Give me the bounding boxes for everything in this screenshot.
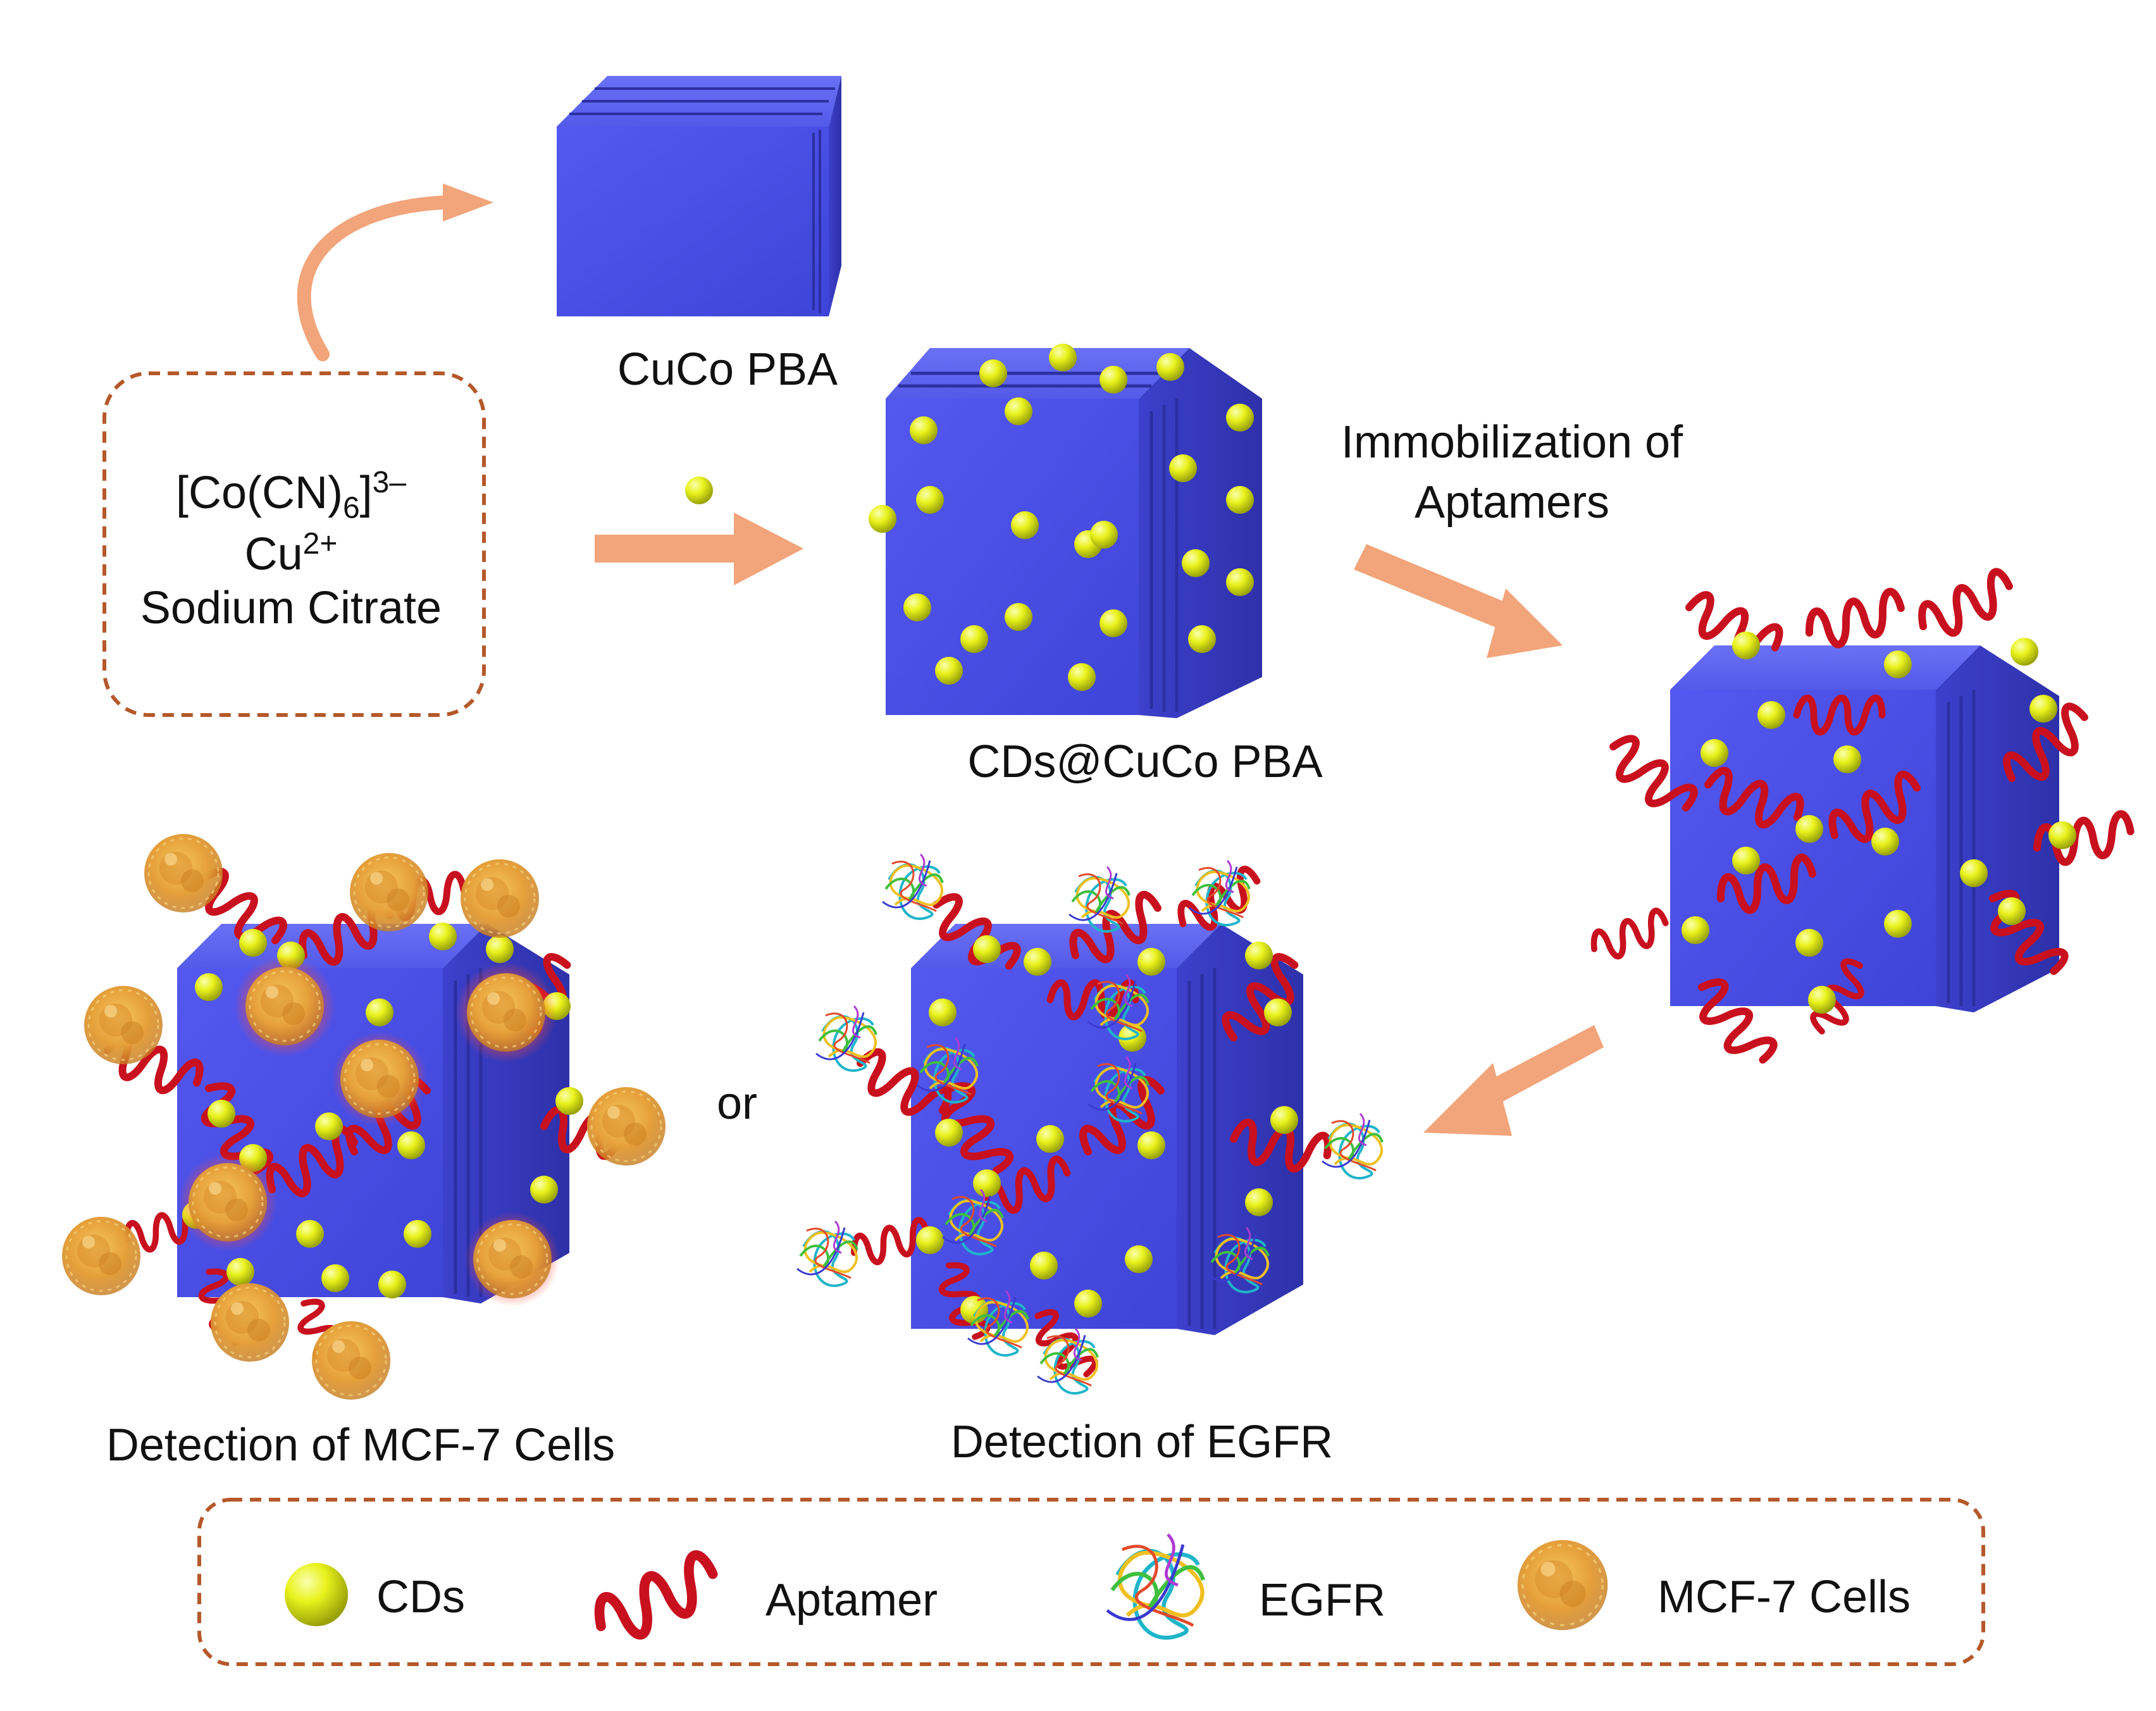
arrow-to-cds-cuco-pba [595,476,803,585]
legend-label-egfr: EGFR [1259,1575,1386,1626]
legend-box [197,1498,1985,1666]
label-cds-cuco-pba: CDs@CuCo PBA [967,737,1323,787]
label-detection-mcf7: Detection of MCF-7 Cells [106,1420,616,1471]
reagent-sodium-citrate: Sodium Citrate [140,582,442,633]
legend-cd-dot-icon [285,1563,348,1626]
cuco-pba-cube [557,76,841,316]
reagent-copper: Cu2+ [244,527,338,580]
legend-label-cds: CDs [376,1572,465,1622]
legend-label-mcf7-cells: MCF-7 Cells [1657,1572,1911,1622]
cds-cuco-pba-cube [869,344,1262,718]
label-immobilization-line2: Aptamers [1414,477,1610,528]
label-or: or [716,1078,758,1129]
aptamer-cube [1589,569,2134,1072]
legend-mcf7-cell-icon [1516,1538,1609,1632]
legend-aptamer-helix-icon [591,1552,724,1648]
curved-arrow-to-cuco-pba [297,184,493,361]
reagent-list: [Co(CN)6]3– Cu2+ Sodium Citrate [101,465,481,635]
egfr-detection-cube [796,853,1384,1395]
cd-dot-icon [685,476,713,504]
label-cuco-pba: CuCo PBA [617,344,838,395]
legend-egfr-protein-icon [1107,1534,1203,1638]
reagent-cobalt-cyanide: [Co(CN)6]3– [175,466,407,525]
arrow-immobilization [1354,544,1563,658]
mcf7-cells-on-cube [61,833,667,1401]
arrow-to-detection [1423,1025,1604,1136]
mcf7-detection-cube [61,833,667,1401]
label-detection-egfr: Detection of EGFR [950,1417,1334,1467]
label-immobilization-line1: Immobilization of [1341,417,1683,468]
legend-label-aptamer: Aptamer [765,1575,938,1626]
